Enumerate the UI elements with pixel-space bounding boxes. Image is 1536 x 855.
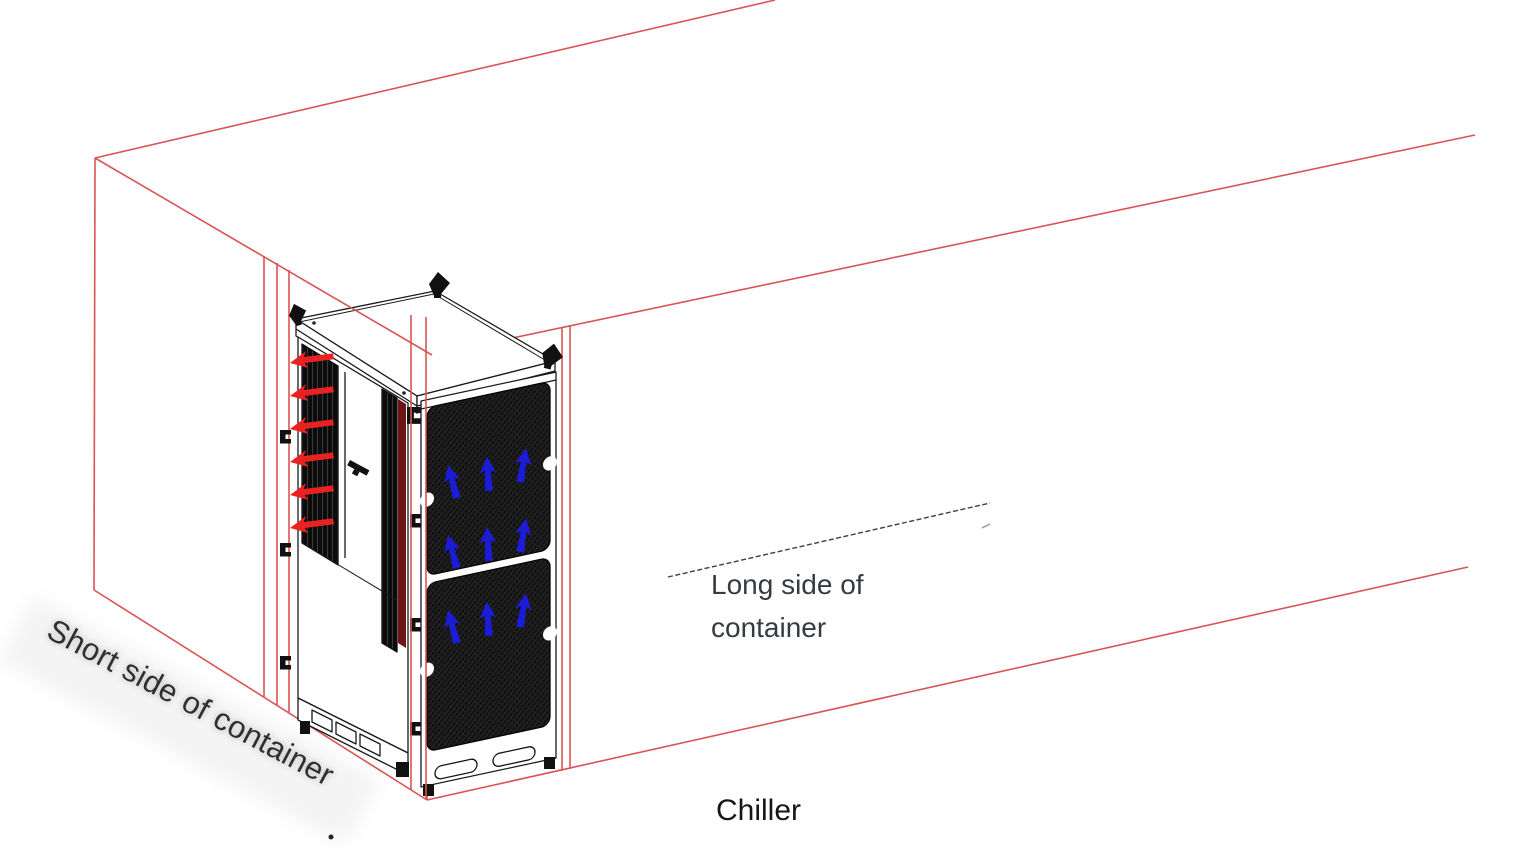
mesh-notch (420, 662, 434, 677)
door-handle (347, 460, 370, 477)
period-dot (328, 834, 334, 840)
tower-foot (544, 757, 555, 769)
mounting-clamp-icon (407, 407, 421, 424)
module-foot (300, 721, 310, 734)
module-side-strip (398, 399, 406, 648)
leader-line (667, 502, 991, 578)
container-short-side-bottom-edge (93, 589, 428, 801)
long-side-label-line1: Long side of (711, 569, 864, 600)
chiller-label: Chiller (716, 794, 802, 827)
container-left-vertical-edge (93, 157, 96, 591)
fan-mesh-lower (426, 558, 551, 751)
door-split-line (301, 542, 398, 601)
container-long-side-bottom-edge (426, 566, 1469, 801)
mesh-notch (420, 492, 434, 507)
base-oval-cutout (434, 758, 478, 780)
door-edge-grille (381, 388, 398, 653)
base-slot (335, 721, 357, 745)
container-wireframe (93, 0, 1476, 801)
fan-tower (420, 371, 557, 788)
long-side-label: Long side of container (711, 563, 864, 649)
mesh-notch (543, 456, 557, 471)
base-slot (311, 709, 333, 733)
mesh-notch (543, 626, 557, 641)
leader-tick (981, 523, 991, 529)
container-long-side-top-edge (431, 134, 1476, 356)
module-foot (396, 762, 409, 777)
lid-screw-dot (402, 391, 406, 395)
container-wireframe-overlay (94, 157, 433, 800)
long-side-label-line2: container (711, 612, 827, 643)
base-oval-cutout (492, 746, 536, 767)
container-top-back-edge (94, 0, 776, 159)
base-slot (359, 733, 381, 757)
tower-foot (423, 784, 434, 796)
container-short-side-top-edge (94, 157, 433, 356)
lid-screw-dot (312, 321, 316, 325)
